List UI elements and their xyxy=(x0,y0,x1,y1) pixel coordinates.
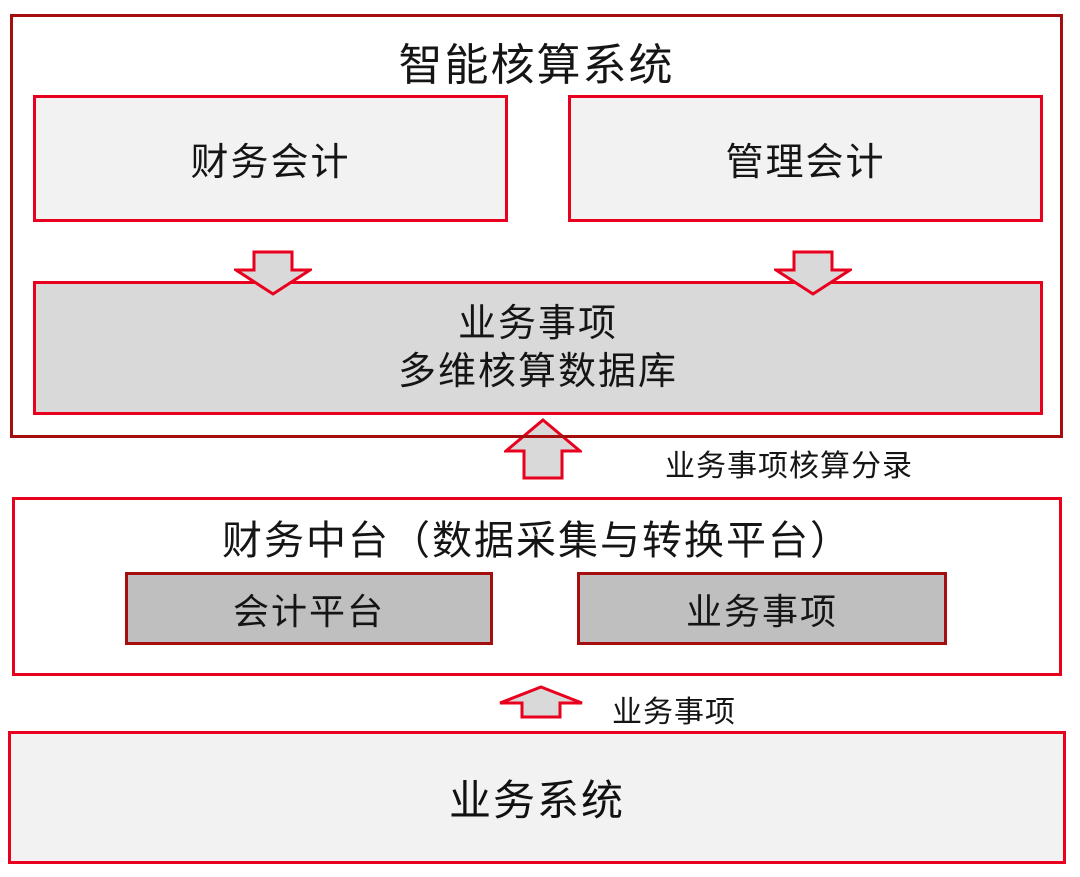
accounting-platform-label: 会计平台 xyxy=(232,590,385,632)
section-title: 智能核算系统 xyxy=(398,41,675,90)
intelligent-accounting-system-section: 智能核算系统 财务会计 管理会计 业务事项 多维核算数据库 xyxy=(10,14,1063,438)
up-arrow-icon xyxy=(499,685,583,719)
section-title: 财务中台（数据采集与转换平台） xyxy=(222,519,852,563)
financial-accounting-box: 财务会计 xyxy=(33,95,508,222)
accounting-platform-box: 会计平台 xyxy=(125,572,493,645)
financial-accounting-label: 财务会计 xyxy=(190,142,351,184)
database-label-line2: 多维核算数据库 xyxy=(397,351,678,393)
business-systems-section: 业务系统 xyxy=(8,731,1066,864)
database-label-line1: 业务事项 xyxy=(457,303,618,345)
up-arrow-icon xyxy=(504,418,582,480)
business-events-label: 业务事项 xyxy=(685,590,838,632)
business-systems-label: 业务系统 xyxy=(448,777,625,824)
management-accounting-box: 管理会计 xyxy=(568,95,1043,222)
multidimensional-accounting-database-box: 业务事项 多维核算数据库 xyxy=(33,281,1043,415)
management-accounting-label: 管理会计 xyxy=(725,142,886,184)
down-arrow-icon xyxy=(234,250,312,296)
business-events-flow-label: 业务事项 xyxy=(612,696,736,729)
accounting-entry-flow-label: 业务事项核算分录 xyxy=(665,450,913,483)
finance-middle-platform-section: 财务中台（数据采集与转换平台） 会计平台 业务事项 xyxy=(12,497,1062,676)
down-arrow-icon xyxy=(774,250,852,296)
business-events-box: 业务事项 xyxy=(577,572,947,645)
